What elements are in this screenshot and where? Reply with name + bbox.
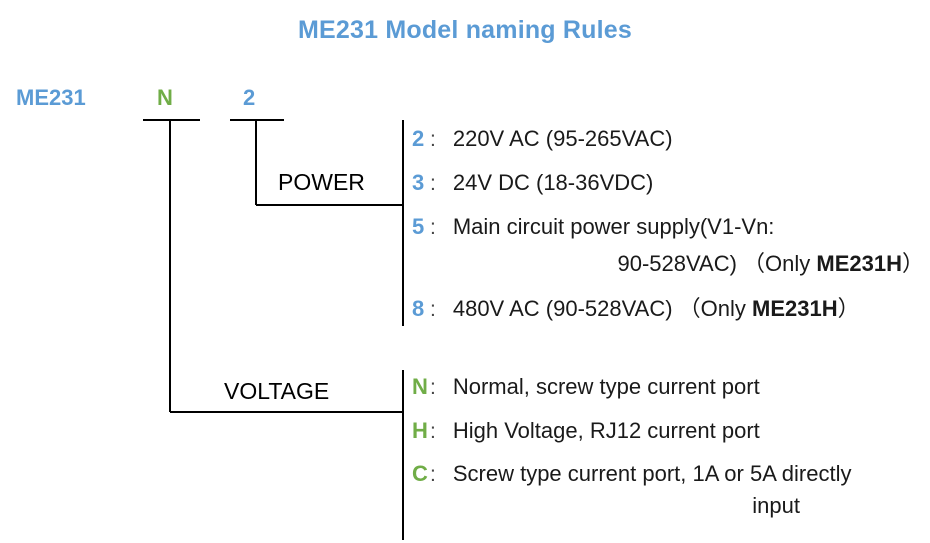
option-description-continued: input — [752, 493, 800, 518]
model-voltage-token: N — [157, 85, 173, 110]
option-description: 480V AC (90-528VAC) （Only ME231H） — [453, 291, 860, 323]
model-power-token: 2 — [243, 85, 256, 110]
option-colon: : — [430, 216, 436, 239]
option-colon: : — [430, 298, 436, 321]
option-row-power-5: 5 : Main circuit power supply(V1-Vn: 90-… — [412, 214, 924, 278]
option-description: High Voltage, RJ12 current port — [452, 418, 760, 443]
option-row-power-3: 3 : 24V DC (18-36VDC) — [412, 170, 924, 196]
option-key: C — [412, 461, 428, 486]
option-row-power-2: 2 : 220V AC (95-265VAC) — [412, 126, 924, 152]
option-desc-model: ME231H — [752, 296, 838, 321]
option-description: Normal, screw type current port — [452, 374, 760, 399]
option-cont-model: ME231H — [816, 251, 902, 276]
option-colon: : — [430, 420, 436, 443]
option-colon: : — [430, 128, 436, 151]
option-desc-prefix: 480V AC (90-528VAC) （Only — [452, 296, 753, 321]
option-key: 3 — [412, 170, 425, 195]
option-key: 2 — [412, 126, 425, 151]
option-description: 220V AC (95-265VAC) — [452, 126, 673, 151]
group-label-power: POWER — [278, 169, 365, 195]
group-label-voltage: VOLTAGE — [224, 378, 330, 404]
option-key: 5 — [412, 214, 425, 239]
option-description-continued: 90-528VAC) （Only ME231H） — [412, 246, 924, 278]
option-colon: : — [430, 172, 436, 195]
option-row-voltage-c: C : Screw type current port, 1A or 5A di… — [412, 461, 924, 519]
option-cont-suffix: ） — [901, 251, 924, 276]
option-desc-suffix: ） — [837, 296, 860, 321]
page-title: ME231 Model naming Rules — [297, 16, 633, 44]
option-row-power-8: 8 : 480V AC (90-528VAC) （Only ME231H） — [412, 291, 924, 323]
option-description: Main circuit power supply(V1-Vn: — [452, 214, 775, 239]
option-colon: : — [430, 463, 436, 486]
option-row-voltage-n: N : Normal, screw type current port — [412, 374, 924, 400]
option-key: N — [412, 374, 428, 399]
model-base-code: ME231 — [16, 85, 86, 110]
option-cont-prefix: 90-528VAC) （Only — [617, 251, 817, 276]
option-key: 8 — [412, 296, 425, 321]
option-description: Screw type current port, 1A or 5A direct… — [452, 461, 852, 486]
option-description: 24V DC (18-36VDC) — [452, 170, 654, 195]
option-colon: : — [430, 376, 436, 399]
option-key: H — [412, 418, 428, 443]
option-row-voltage-h: H : High Voltage, RJ12 current port — [412, 418, 924, 444]
